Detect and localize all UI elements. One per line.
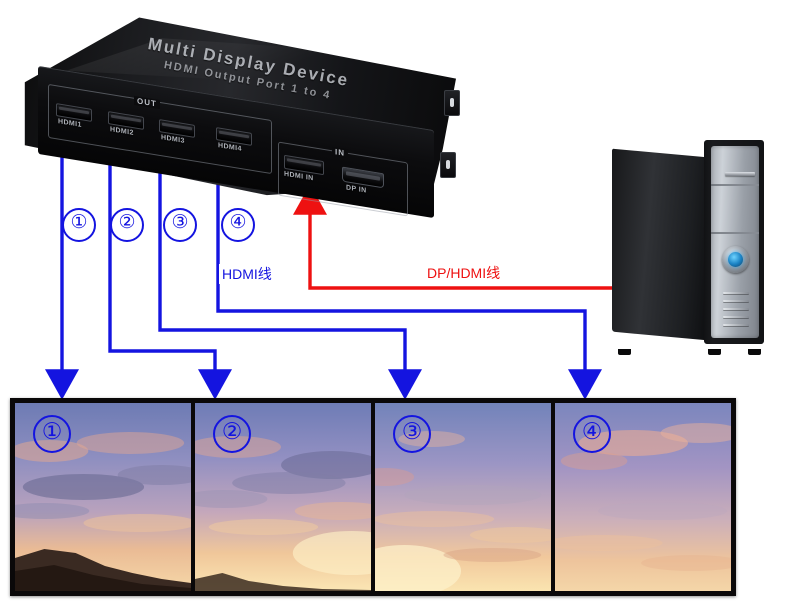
pc-vent-slot — [723, 308, 749, 310]
callout-2: ② — [110, 208, 144, 242]
callout-4: ④ — [221, 208, 255, 242]
pc-vent-slot — [723, 300, 749, 302]
screen-1-number: ① — [33, 415, 71, 453]
pc-foot — [618, 349, 631, 355]
pc-side-panel — [612, 148, 708, 341]
power-button-icon[interactable] — [722, 246, 749, 273]
pc-vent-slot — [723, 292, 749, 294]
video-wall: ① — [10, 398, 736, 596]
pc-vent-slot — [723, 316, 749, 318]
pc-foot — [748, 349, 761, 355]
pc-foot — [708, 349, 721, 355]
desktop-computer — [612, 140, 767, 355]
optical-drive-slot[interactable] — [725, 172, 755, 176]
screen-2-number: ② — [213, 415, 251, 453]
callout-1: ① — [62, 208, 96, 242]
pc-front-panel — [711, 146, 759, 338]
hdmi-cable-label: HDMI线 — [219, 264, 275, 284]
display-screen-1[interactable]: ① — [15, 403, 191, 591]
callout-3: ③ — [163, 208, 197, 242]
device-body: Multi Display Device HDMI Output Port 1 … — [16, 12, 460, 219]
mounting-ear-top — [444, 90, 460, 116]
pc-seam-upper — [711, 184, 759, 186]
screen-1-image — [15, 403, 191, 591]
screen-3-number: ③ — [393, 415, 431, 453]
display-screen-3[interactable]: ③ — [375, 403, 551, 591]
dp-cable-label: DP/HDMI线 — [424, 263, 504, 283]
display-screen-2[interactable]: ② — [195, 403, 371, 591]
multi-display-device: Multi Display Device HDMI Output Port 1 … — [10, 8, 480, 219]
screen-4-image — [555, 403, 731, 591]
screen-4-number: ④ — [573, 415, 611, 453]
pc-vent-slot — [723, 324, 749, 326]
pc-seam-lower — [711, 232, 759, 234]
display-screen-4[interactable]: ④ — [555, 403, 731, 591]
mounting-ear-bottom — [440, 152, 456, 178]
